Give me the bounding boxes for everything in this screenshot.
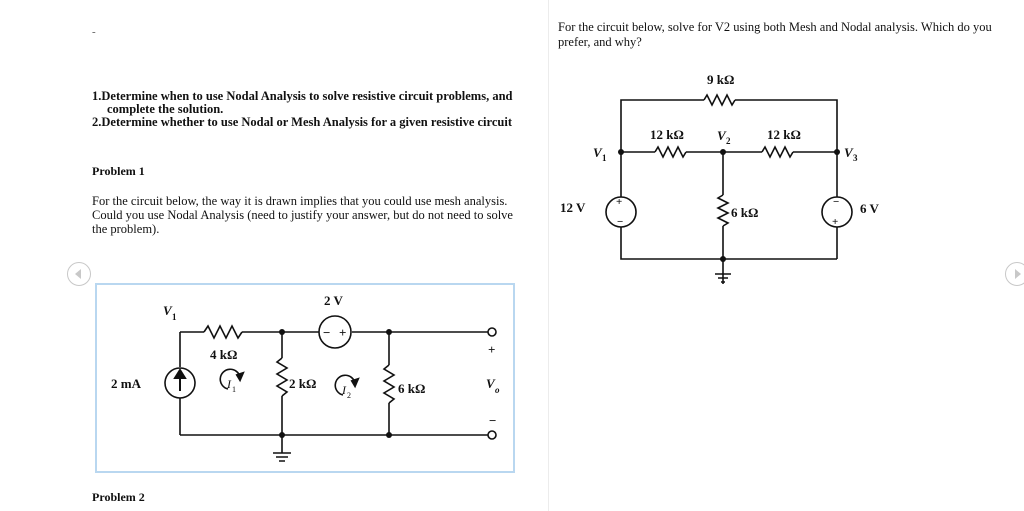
label-v3: V xyxy=(844,145,854,160)
label-out-minus: − xyxy=(489,413,496,428)
label-12v: 12 V xyxy=(560,200,586,215)
problem-2-title: Problem 2 xyxy=(92,490,145,504)
label-6k-right: 6 kΩ xyxy=(731,205,758,220)
label-12v-plus: + xyxy=(616,196,622,208)
label-2ma: 2 mA xyxy=(111,376,142,391)
label-4k: 4 kΩ xyxy=(210,347,237,362)
objectives: 1.Determine when to use Nodal Analysis t… xyxy=(92,90,544,129)
label-6v-plus: + xyxy=(832,216,838,228)
label-v2-sub: 2 xyxy=(726,136,731,146)
dash-mark: - xyxy=(92,26,96,38)
label-vo: V xyxy=(486,376,496,391)
label-v1-sub: 1 xyxy=(172,312,177,322)
problem-1-line-2: Could you use Nodal Analysis (need to ju… xyxy=(92,208,513,222)
circuit-diagram-2: 9 kΩ 12 kΩ 12 kΩ 6 kΩ 12 V 6 V + − − + V… xyxy=(560,72,880,284)
left-pane xyxy=(548,0,549,511)
problem-1-text: For the circuit below, the way it is dra… xyxy=(92,194,544,236)
label-6v: 6 V xyxy=(860,201,880,216)
label-2v-minus: − xyxy=(323,325,330,340)
label-12v-minus: − xyxy=(617,216,623,228)
next-button[interactable] xyxy=(1005,262,1024,286)
label-v1: V xyxy=(163,303,173,318)
label-v1-right-sub: 1 xyxy=(602,153,607,163)
chevron-right-icon xyxy=(1015,269,1021,279)
label-i2-sub: 2 xyxy=(347,391,351,400)
label-9k: 9 kΩ xyxy=(707,72,734,87)
circuit-figure-1[interactable]: 2 V − + 4 kΩ 2 mA 2 kΩ 6 kΩ V 1 I 1 I 2 … xyxy=(95,283,515,473)
label-6v-minus: − xyxy=(833,196,839,208)
label-12k-right: 12 kΩ xyxy=(767,127,801,142)
objective-2: 2.Determine whether to use Nodal or Mesh… xyxy=(92,115,512,129)
question-text: For the circuit below, solve for V2 usin… xyxy=(558,20,992,49)
label-v1-right: V xyxy=(593,145,603,160)
label-i1-sub: 1 xyxy=(232,385,236,394)
label-i2: I xyxy=(341,383,347,397)
objective-1: 1.Determine when to use Nodal Analysis t… xyxy=(92,90,513,103)
objective-1-cont: complete the solution. xyxy=(107,102,224,116)
label-2v: 2 V xyxy=(324,293,344,308)
problem-1-line-1: For the circuit below, the way it is dra… xyxy=(92,194,508,208)
chevron-left-icon xyxy=(75,269,81,279)
problem-1-title: Problem 1 xyxy=(92,164,145,178)
prev-button[interactable] xyxy=(67,262,91,286)
label-2k: 2 kΩ xyxy=(289,376,316,391)
circuit-diagram-1: 2 V − + 4 kΩ 2 mA 2 kΩ 6 kΩ V 1 I 1 I 2 … xyxy=(111,293,500,462)
label-2v-plus: + xyxy=(339,325,346,340)
circuit-figure-2[interactable]: 9 kΩ 12 kΩ 12 kΩ 6 kΩ 12 V 6 V + − − + V… xyxy=(555,62,885,292)
label-vo-sub: o xyxy=(495,385,500,395)
label-v2: V xyxy=(717,128,727,143)
label-i1: I xyxy=(226,377,232,391)
label-6k: 6 kΩ xyxy=(398,381,425,396)
label-12k-left: 12 kΩ xyxy=(650,127,684,142)
label-out-plus: + xyxy=(488,342,495,357)
label-v3-sub: 3 xyxy=(853,153,858,163)
problem-1-line-3: the problem). xyxy=(92,222,160,236)
